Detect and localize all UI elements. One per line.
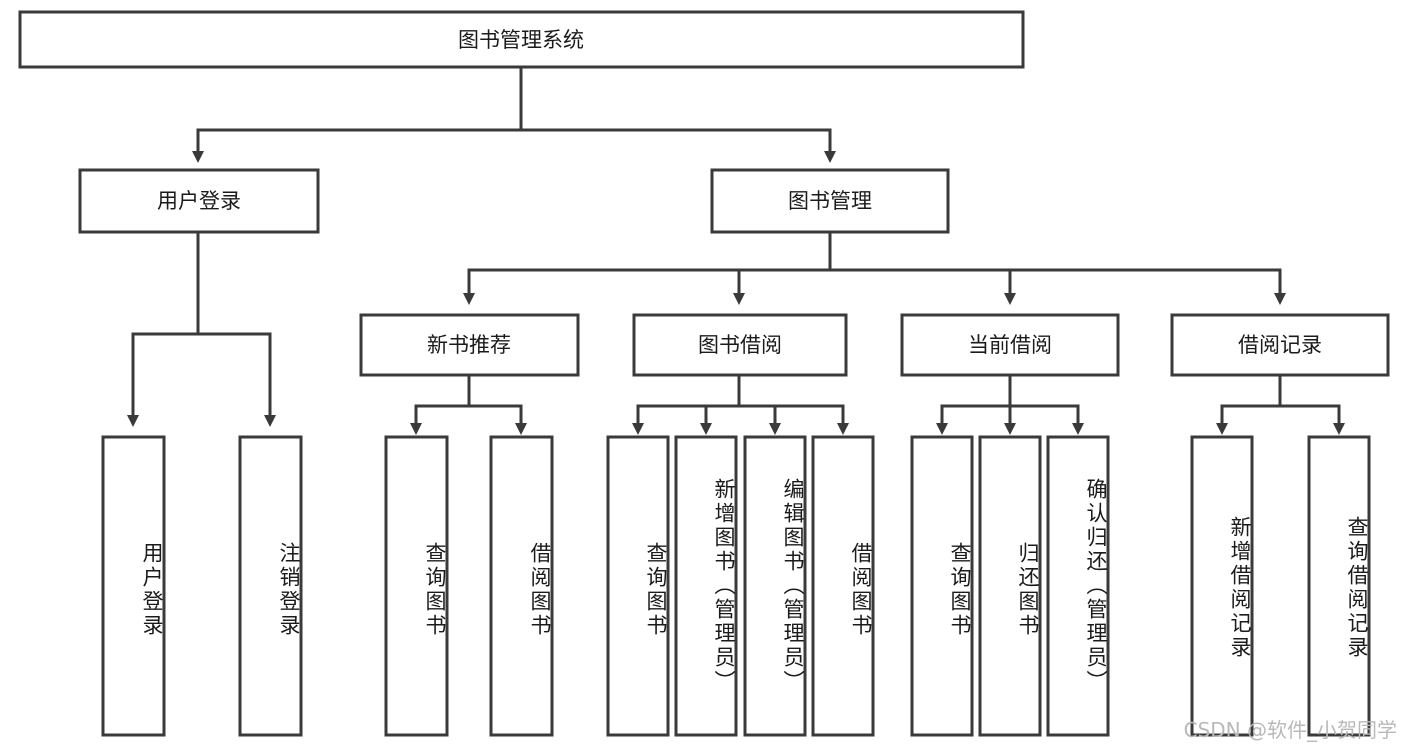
leaf-box[interactable] — [743, 435, 807, 737]
leaf-box[interactable] — [1307, 435, 1371, 737]
leaf-boxes-current-borrow — [910, 435, 1110, 737]
node-label-user-login: 用户登录 — [157, 189, 241, 213]
connector-bookborrow-to-leaves — [632, 373, 849, 435]
leaf-boxes-user-login — [101, 435, 303, 737]
node-new-book-recommend[interactable]: 新书推荐 — [359, 313, 580, 377]
leaf-box[interactable] — [978, 435, 1042, 737]
node-borrow-record[interactable]: 借阅记录 — [1170, 313, 1390, 377]
connector-borrowrecord-to-leaves — [1216, 373, 1345, 435]
connector-userlogin-to-leaves — [127, 230, 276, 427]
connector-newbook-to-leaves — [410, 373, 527, 435]
node-user-login[interactable]: 用户登录 — [78, 168, 320, 234]
node-current-borrow[interactable]: 当前借阅 — [900, 313, 1120, 377]
node-label-book-management: 图书管理 — [788, 189, 872, 213]
node-label-new-book-recommend: 新书推荐 — [427, 333, 511, 357]
csdn-watermark: CSDN @软件_小贺同学 — [1183, 718, 1397, 742]
leaf-box[interactable] — [1046, 435, 1110, 737]
node-label-root: 图书管理系统 — [458, 28, 584, 52]
leaf-box[interactable] — [811, 435, 875, 737]
node-book-management-system[interactable]: 图书管理系统 — [18, 10, 1025, 69]
connector-root-to-level1 — [192, 65, 836, 163]
node-book-management[interactable]: 图书管理 — [710, 168, 950, 234]
leaf-box[interactable] — [489, 435, 554, 737]
leaf-box[interactable] — [910, 435, 974, 737]
connector-currentborrow-to-leaves — [936, 373, 1084, 435]
leaf-box[interactable] — [101, 435, 166, 737]
leaf-box[interactable] — [384, 435, 449, 737]
connector-bookmgmt-to-level2 — [463, 230, 1286, 305]
node-book-borrow[interactable]: 图书借阅 — [632, 313, 848, 377]
leaf-boxes-new-book-recommend — [384, 435, 554, 737]
node-label-book-borrow: 图书借阅 — [698, 333, 782, 357]
leaf-boxes-borrow-record — [1190, 435, 1371, 737]
leaf-box[interactable] — [674, 435, 738, 737]
node-label-current-borrow: 当前借阅 — [968, 333, 1052, 357]
leaf-box[interactable] — [606, 435, 670, 737]
leaf-boxes-book-borrow — [606, 435, 875, 737]
node-label-borrow-record: 借阅记录 — [1238, 333, 1322, 357]
leaf-box[interactable] — [238, 435, 303, 737]
leaf-box[interactable] — [1190, 435, 1254, 737]
